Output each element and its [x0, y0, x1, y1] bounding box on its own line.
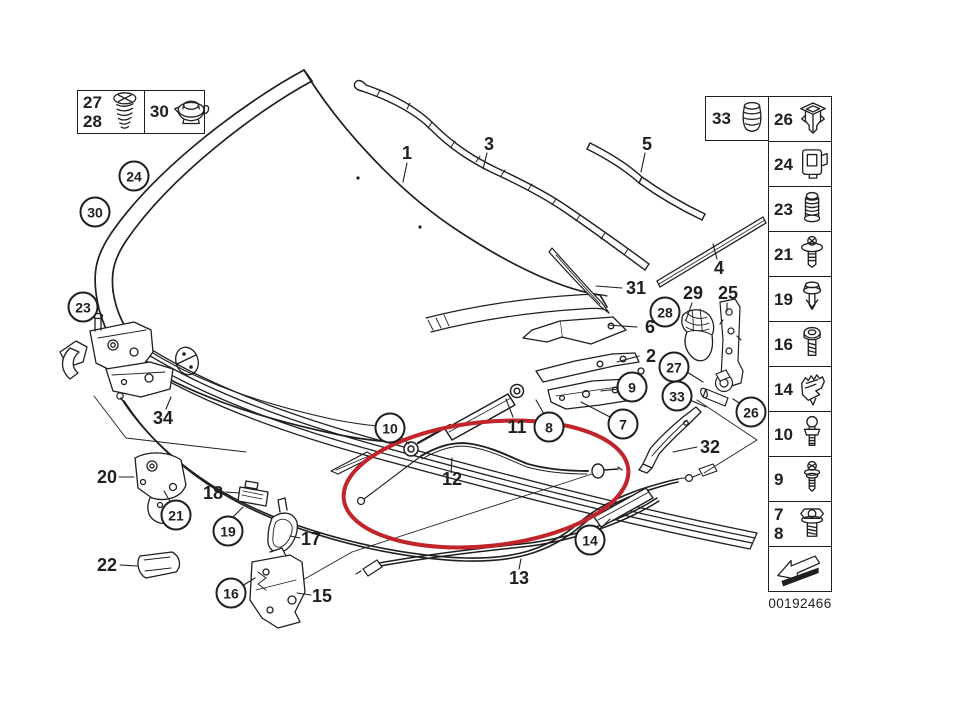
sidebar-cell-19[interactable]: 19: [768, 276, 832, 322]
expansion-rivet-icon: [802, 281, 822, 311]
label-25[interactable]: 25: [717, 283, 739, 303]
sidebar-cell-33[interactable]: 33: [705, 96, 769, 141]
sidebar-cell-21[interactable]: 21: [768, 231, 832, 277]
sidebar-number-14: 14: [774, 379, 793, 399]
legend-number-27: 27: [83, 92, 102, 112]
label-18[interactable]: 18: [202, 483, 224, 503]
legend-number-28: 28: [83, 112, 102, 131]
serrated-clip-icon: [801, 374, 825, 406]
label-2[interactable]: 2: [645, 346, 657, 366]
sidebar-number-9: 9: [774, 469, 784, 489]
sidebar-number-23: 23: [774, 199, 793, 219]
label-5[interactable]: 5: [641, 134, 653, 154]
legend-cell-27-28[interactable]: 27 28: [78, 91, 144, 133]
sidebar-cell-7-8[interactable]: 7 8: [768, 501, 832, 547]
label-20[interactable]: 20: [96, 467, 118, 487]
sidebar-cell-26[interactable]: 26: [768, 96, 832, 142]
sidebar-number-33: 33: [712, 109, 731, 128]
washer-screw-icon: [801, 235, 824, 268]
label-4[interactable]: 4: [713, 258, 725, 278]
ball-stud-icon: [803, 415, 821, 446]
sidebar-number-19: 19: [774, 289, 793, 309]
callout-28[interactable]: 28: [649, 296, 681, 328]
legend-cell-30[interactable]: 30: [143, 91, 215, 133]
label-34[interactable]: 34: [152, 408, 174, 428]
label-1[interactable]: 1: [401, 143, 413, 163]
callout-21[interactable]: 21: [160, 499, 192, 531]
rubber-buffer-icon: [742, 101, 762, 132]
callout-10[interactable]: 10: [374, 412, 406, 444]
sidebar-number-10: 10: [774, 424, 793, 444]
callout-19[interactable]: 19: [212, 515, 244, 547]
sidebar-number-24: 24: [774, 154, 793, 174]
sidebar-cell-16[interactable]: 16: [768, 321, 832, 367]
callout-30[interactable]: 30: [79, 196, 111, 228]
cage-clip-icon: [801, 149, 828, 179]
twistlock-fastener-icon: [173, 99, 210, 124]
sidebar-cell-9[interactable]: 9: [768, 456, 832, 502]
ribbed-buffer-icon: [803, 191, 821, 223]
label-3[interactable]: 3: [483, 134, 495, 154]
callout-14[interactable]: 14: [574, 524, 606, 556]
label-32[interactable]: 32: [699, 437, 721, 457]
sidebar-number-7: 7: [774, 504, 784, 524]
direction-arrow-icon: [777, 555, 821, 587]
callout-26[interactable]: 26: [735, 396, 767, 428]
highlight-ellipse: [337, 407, 634, 560]
legend-number-30: 30: [149, 102, 169, 121]
sidebar-cell-14[interactable]: 14: [768, 366, 832, 412]
label-11[interactable]: 11: [507, 417, 527, 437]
sidebar-cell-direction[interactable]: [768, 546, 832, 592]
callout-23[interactable]: 23: [67, 291, 99, 323]
screw-spring-icon: [113, 92, 137, 129]
label-31[interactable]: 31: [625, 278, 647, 298]
expanding-rivet-icon: [800, 102, 826, 134]
sidebar-cell-10[interactable]: 10: [768, 411, 832, 457]
label-29[interactable]: 29: [682, 283, 704, 303]
callout-8[interactable]: 8: [533, 411, 565, 443]
flange-bolt-icon: [800, 508, 825, 537]
fastener-sidebar: 26 24 23 21: [768, 96, 832, 592]
label-13[interactable]: 13: [508, 568, 530, 588]
callout-9[interactable]: 9: [616, 371, 648, 403]
collar-stud-icon: [803, 460, 821, 492]
callout-33[interactable]: 33: [661, 380, 693, 412]
label-22[interactable]: 22: [96, 555, 118, 575]
sidebar-cell-24[interactable]: 24: [768, 141, 832, 187]
sidebar-number-16: 16: [774, 334, 793, 354]
sidebar-number-8: 8: [774, 524, 784, 543]
drawing-number: 00192466: [768, 596, 832, 611]
callout-16[interactable]: 16: [215, 577, 247, 609]
callout-27[interactable]: 27: [658, 351, 690, 383]
sidebar-number-26: 26: [774, 109, 793, 129]
label-17[interactable]: 17: [300, 529, 322, 549]
callout-7[interactable]: 7: [607, 408, 639, 440]
label-6[interactable]: 6: [644, 317, 656, 337]
fastener-legend-box: 27 28 30: [77, 90, 210, 134]
label-12[interactable]: 12: [441, 469, 463, 489]
round-head-screw-icon: [803, 326, 821, 356]
callout-24[interactable]: 24: [118, 160, 150, 192]
label-15[interactable]: 15: [311, 586, 333, 606]
sidebar-cell-23[interactable]: 23: [768, 186, 832, 232]
sidebar-number-21: 21: [774, 244, 793, 264]
